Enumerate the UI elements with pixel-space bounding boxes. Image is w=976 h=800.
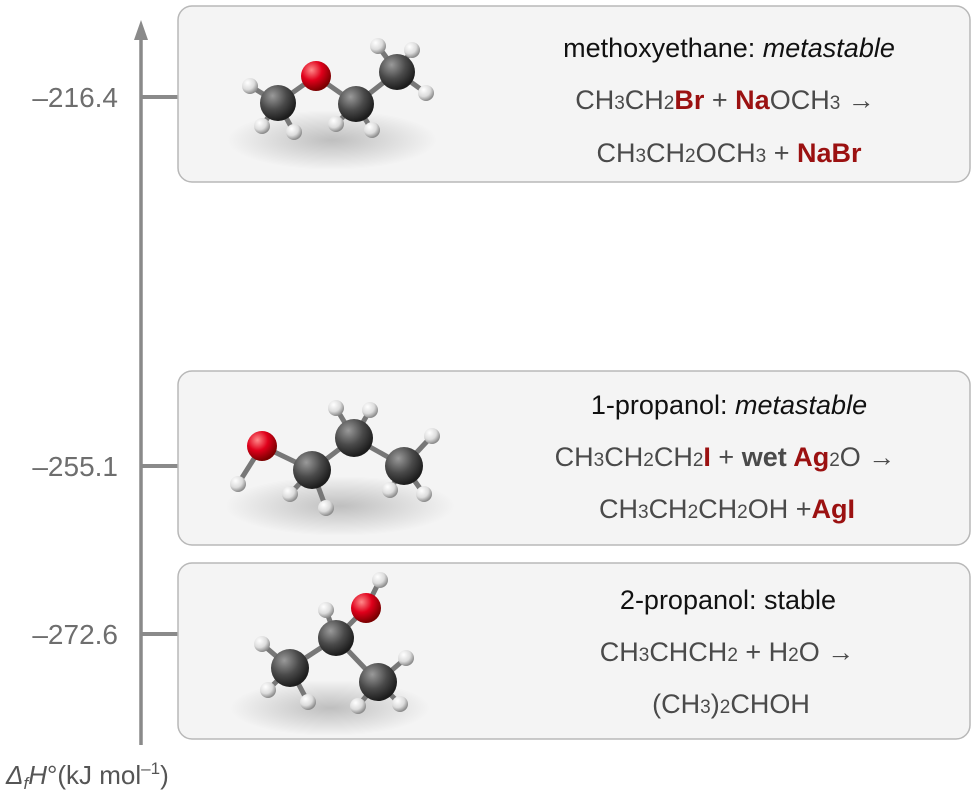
2-propanol-equation-line-1: CH3CHCH2 + H2O →	[600, 637, 855, 667]
card-2-propanol: 2-propanol: stable CH3CHCH2 + H2O → (CH3…	[177, 562, 971, 740]
methoxyethane-equation-line-2: CH3CH2OCH3 + NaBr	[596, 138, 862, 168]
tick-label-1-propanol: –255.1	[32, 451, 118, 482]
methoxyethane-equation-line-1: CH3CH2Br + NaOCH3 →	[575, 85, 875, 115]
2-propanol-equation-line-2: (CH3)2CHOH	[652, 689, 810, 719]
tick-label-methoxyethane: –216.4	[32, 82, 118, 113]
1-propanol-equation-line-1: CH3CH2CH2I + wet Ag2O →	[555, 442, 896, 472]
card-1-propanol: 1-propanol: metastable CH3CH2CH2I + wet …	[177, 370, 971, 546]
energy-axis-arrowhead	[134, 20, 148, 40]
axis-label: ΔfH°(kJ mol–1)	[5, 759, 169, 793]
1-propanol-equation-line-2: CH3CH2CH2OH +AgI	[599, 494, 855, 524]
methoxyethane-molecule-image	[227, 38, 437, 170]
card-methoxyethane: methoxyethane: metastable CH3CH2Br + NaO…	[177, 5, 971, 183]
tick-label-2-propanol: –272.6	[32, 619, 118, 650]
methoxyethane-title: methoxyethane: metastable	[563, 33, 895, 63]
1-propanol-molecule-image	[225, 400, 455, 536]
1-propanol-title: 1-propanol: metastable	[591, 390, 867, 420]
2-propanol-molecule-image	[230, 572, 430, 736]
2-propanol-title: 2-propanol: stable	[620, 585, 836, 615]
